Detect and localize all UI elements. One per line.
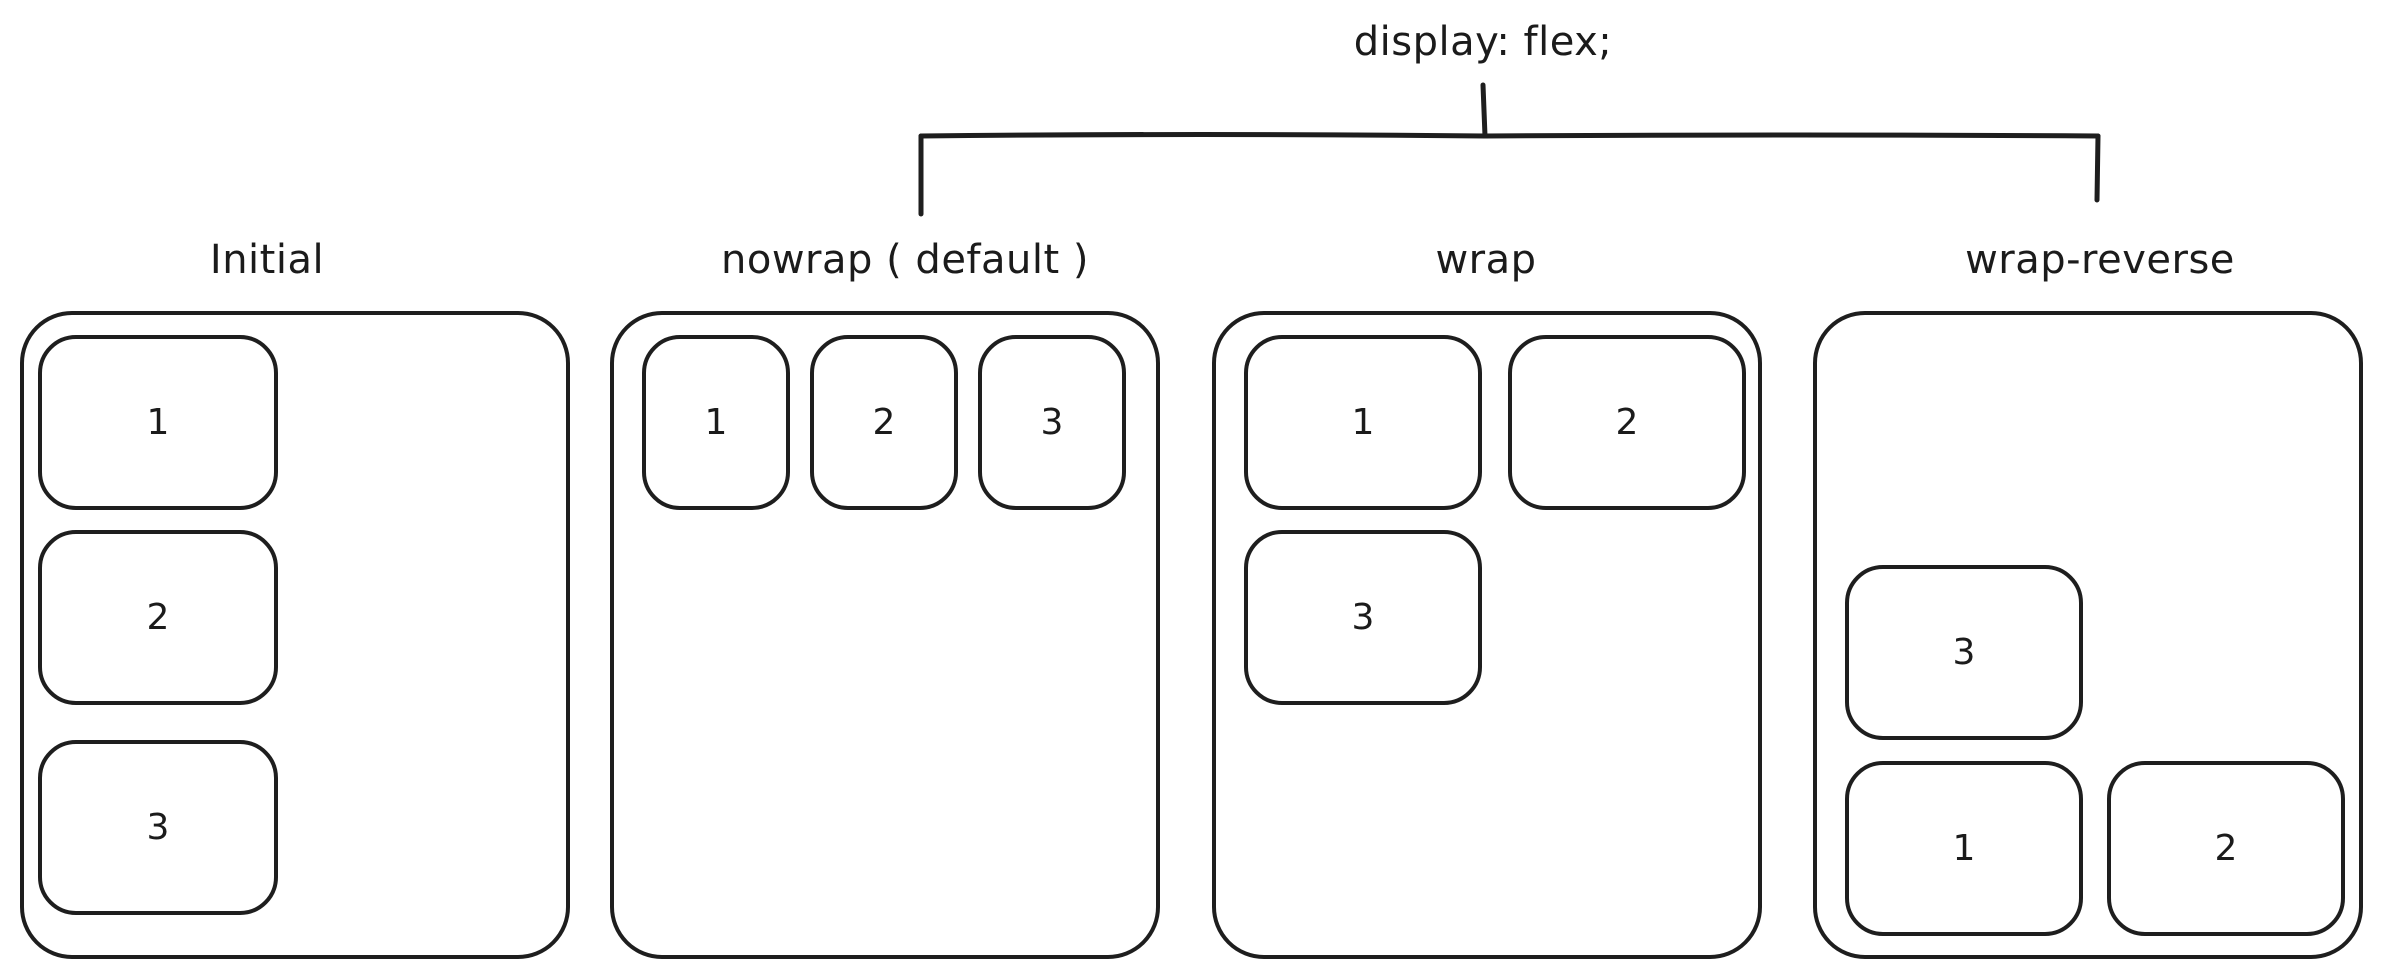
flex-item: 1: [38, 335, 278, 510]
diagram-title: display: flex;: [1353, 19, 1613, 65]
flex-item: 1: [1845, 761, 2083, 936]
container-wrap-reverse: 3 1 2: [1813, 311, 2363, 959]
flex-item: 3: [1244, 530, 1482, 705]
flex-item: 2: [810, 335, 958, 510]
flex-item: 3: [38, 740, 278, 915]
container-initial: 1 2 3: [20, 311, 570, 959]
panel-label-wrap-reverse: wrap-reverse: [1965, 237, 2235, 283]
container-wrap: 1 2 3: [1212, 311, 1762, 959]
panel-label-initial: Initial: [209, 237, 325, 283]
container-nowrap: 1 2 3: [610, 311, 1160, 959]
flex-item: 1: [642, 335, 790, 510]
flex-item: 3: [1845, 565, 2083, 740]
flex-item: 2: [1508, 335, 1746, 510]
flex-item: 3: [978, 335, 1126, 510]
flex-item: 2: [38, 530, 278, 705]
flex-item: 2: [2107, 761, 2345, 936]
flex-item: 1: [1244, 335, 1482, 510]
panel-label-nowrap: nowrap ( default ): [721, 237, 1089, 283]
panel-label-wrap: wrap: [1435, 237, 1537, 283]
